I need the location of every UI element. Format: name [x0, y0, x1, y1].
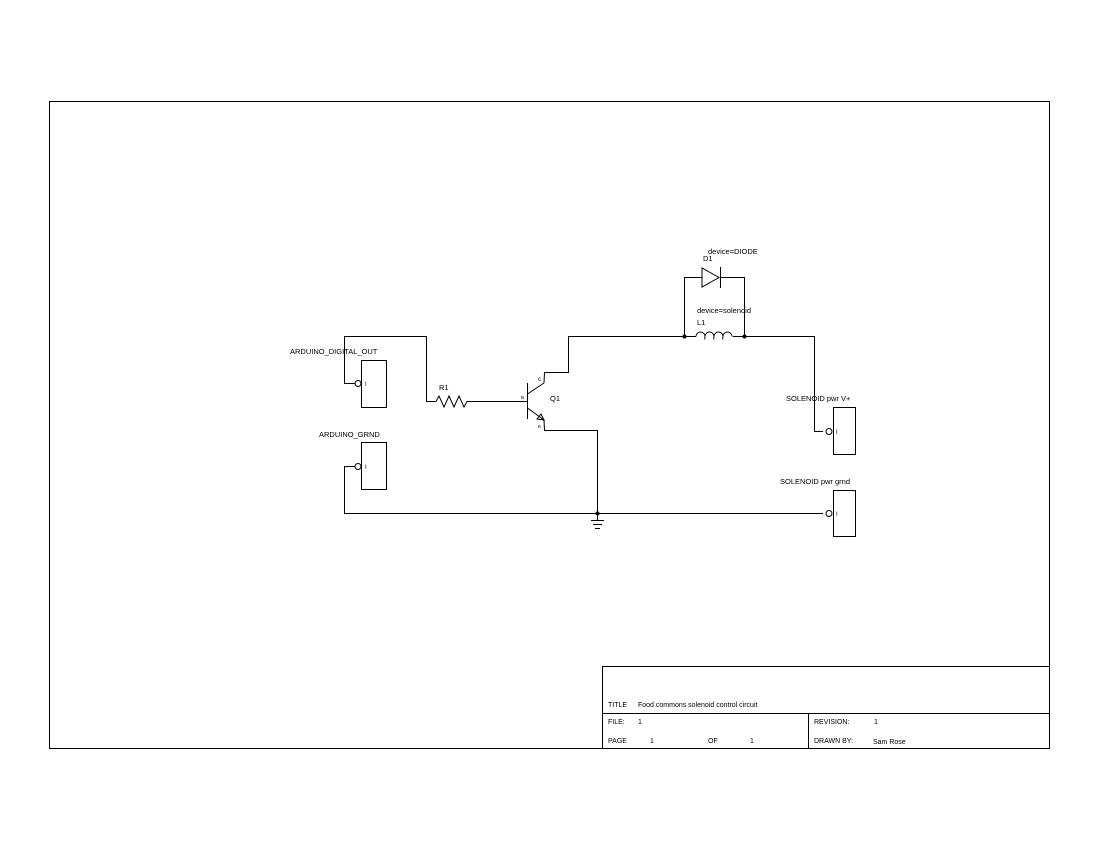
connector-label: SOLENOID pwr V+ [786, 394, 851, 403]
refdes-label: Q1 [550, 394, 560, 403]
title-value: Food commons solenoid control circuit [638, 702, 757, 709]
pin-e-label: E [538, 424, 541, 429]
pin-label: I [836, 512, 838, 518]
page-value: 1 [650, 738, 654, 745]
revision-label: REVISION: [814, 719, 849, 726]
connector-box [833, 490, 856, 537]
pin-bubble [825, 428, 833, 435]
connector-box [361, 360, 387, 408]
resistor-r1[interactable]: R1 [435, 383, 470, 409]
title-block: TITLE Food commons solenoid control circ… [602, 666, 1049, 748]
file-label: FILE: [608, 719, 625, 726]
pin-b-label: B [521, 395, 524, 400]
wires [344, 277, 823, 516]
drawn-by-label: DRAWN BY: [814, 738, 853, 745]
diode-d1[interactable]: device=DIODE D1 [701, 247, 758, 288]
refdes-label: D1 [703, 254, 713, 263]
device-label: device=DIODE [708, 247, 758, 256]
pin-bubble [354, 380, 362, 387]
drawn-by-value: Sam Rose [873, 739, 906, 746]
file-value: 1 [638, 719, 642, 726]
diode-icon [701, 267, 721, 288]
connector-arduino-digital-out[interactable]: ARDUINO_DIGITAL_OUT I [290, 347, 387, 408]
pin-label: I [365, 465, 367, 471]
pin-bubble [825, 510, 833, 517]
connector-label: SOLENOID pwr grnd [780, 477, 850, 486]
inductor-l1[interactable]: device=solenoid L1 [695, 306, 751, 340]
page-label: PAGE [608, 738, 627, 745]
device-label: device=solenoid [697, 306, 751, 315]
inductor-icon [695, 331, 733, 340]
npn-transistor-icon [527, 382, 545, 421]
refdes-label: R1 [439, 383, 449, 392]
refdes-label: L1 [697, 318, 705, 327]
ground-symbol-icon [591, 513, 604, 529]
connector-arduino-grnd[interactable]: ARDUINO_GRND I [319, 430, 387, 490]
of-label: OF [708, 738, 718, 745]
pin-label: I [365, 382, 367, 388]
connector-box [833, 407, 856, 455]
pin-label: I [836, 430, 838, 436]
transistor-q1[interactable]: c B E Q1 [521, 377, 560, 429]
connector-solenoid-pwr-v[interactable]: SOLENOID pwr V+ I [786, 394, 856, 455]
title-label: TITLE [608, 702, 627, 709]
sheet-border [49, 101, 1050, 749]
of-value: 1 [750, 738, 754, 745]
pin-c-label: c [538, 377, 541, 383]
connector-solenoid-pwr-grnd[interactable]: SOLENOID pwr grnd I [780, 477, 856, 537]
connector-label: ARDUINO_GRND [319, 430, 380, 439]
connector-label: ARDUINO_DIGITAL_OUT [290, 347, 378, 356]
resistor-icon [435, 394, 470, 409]
connector-box [361, 442, 387, 490]
revision-value: 1 [874, 719, 878, 726]
pin-bubble [354, 463, 362, 470]
